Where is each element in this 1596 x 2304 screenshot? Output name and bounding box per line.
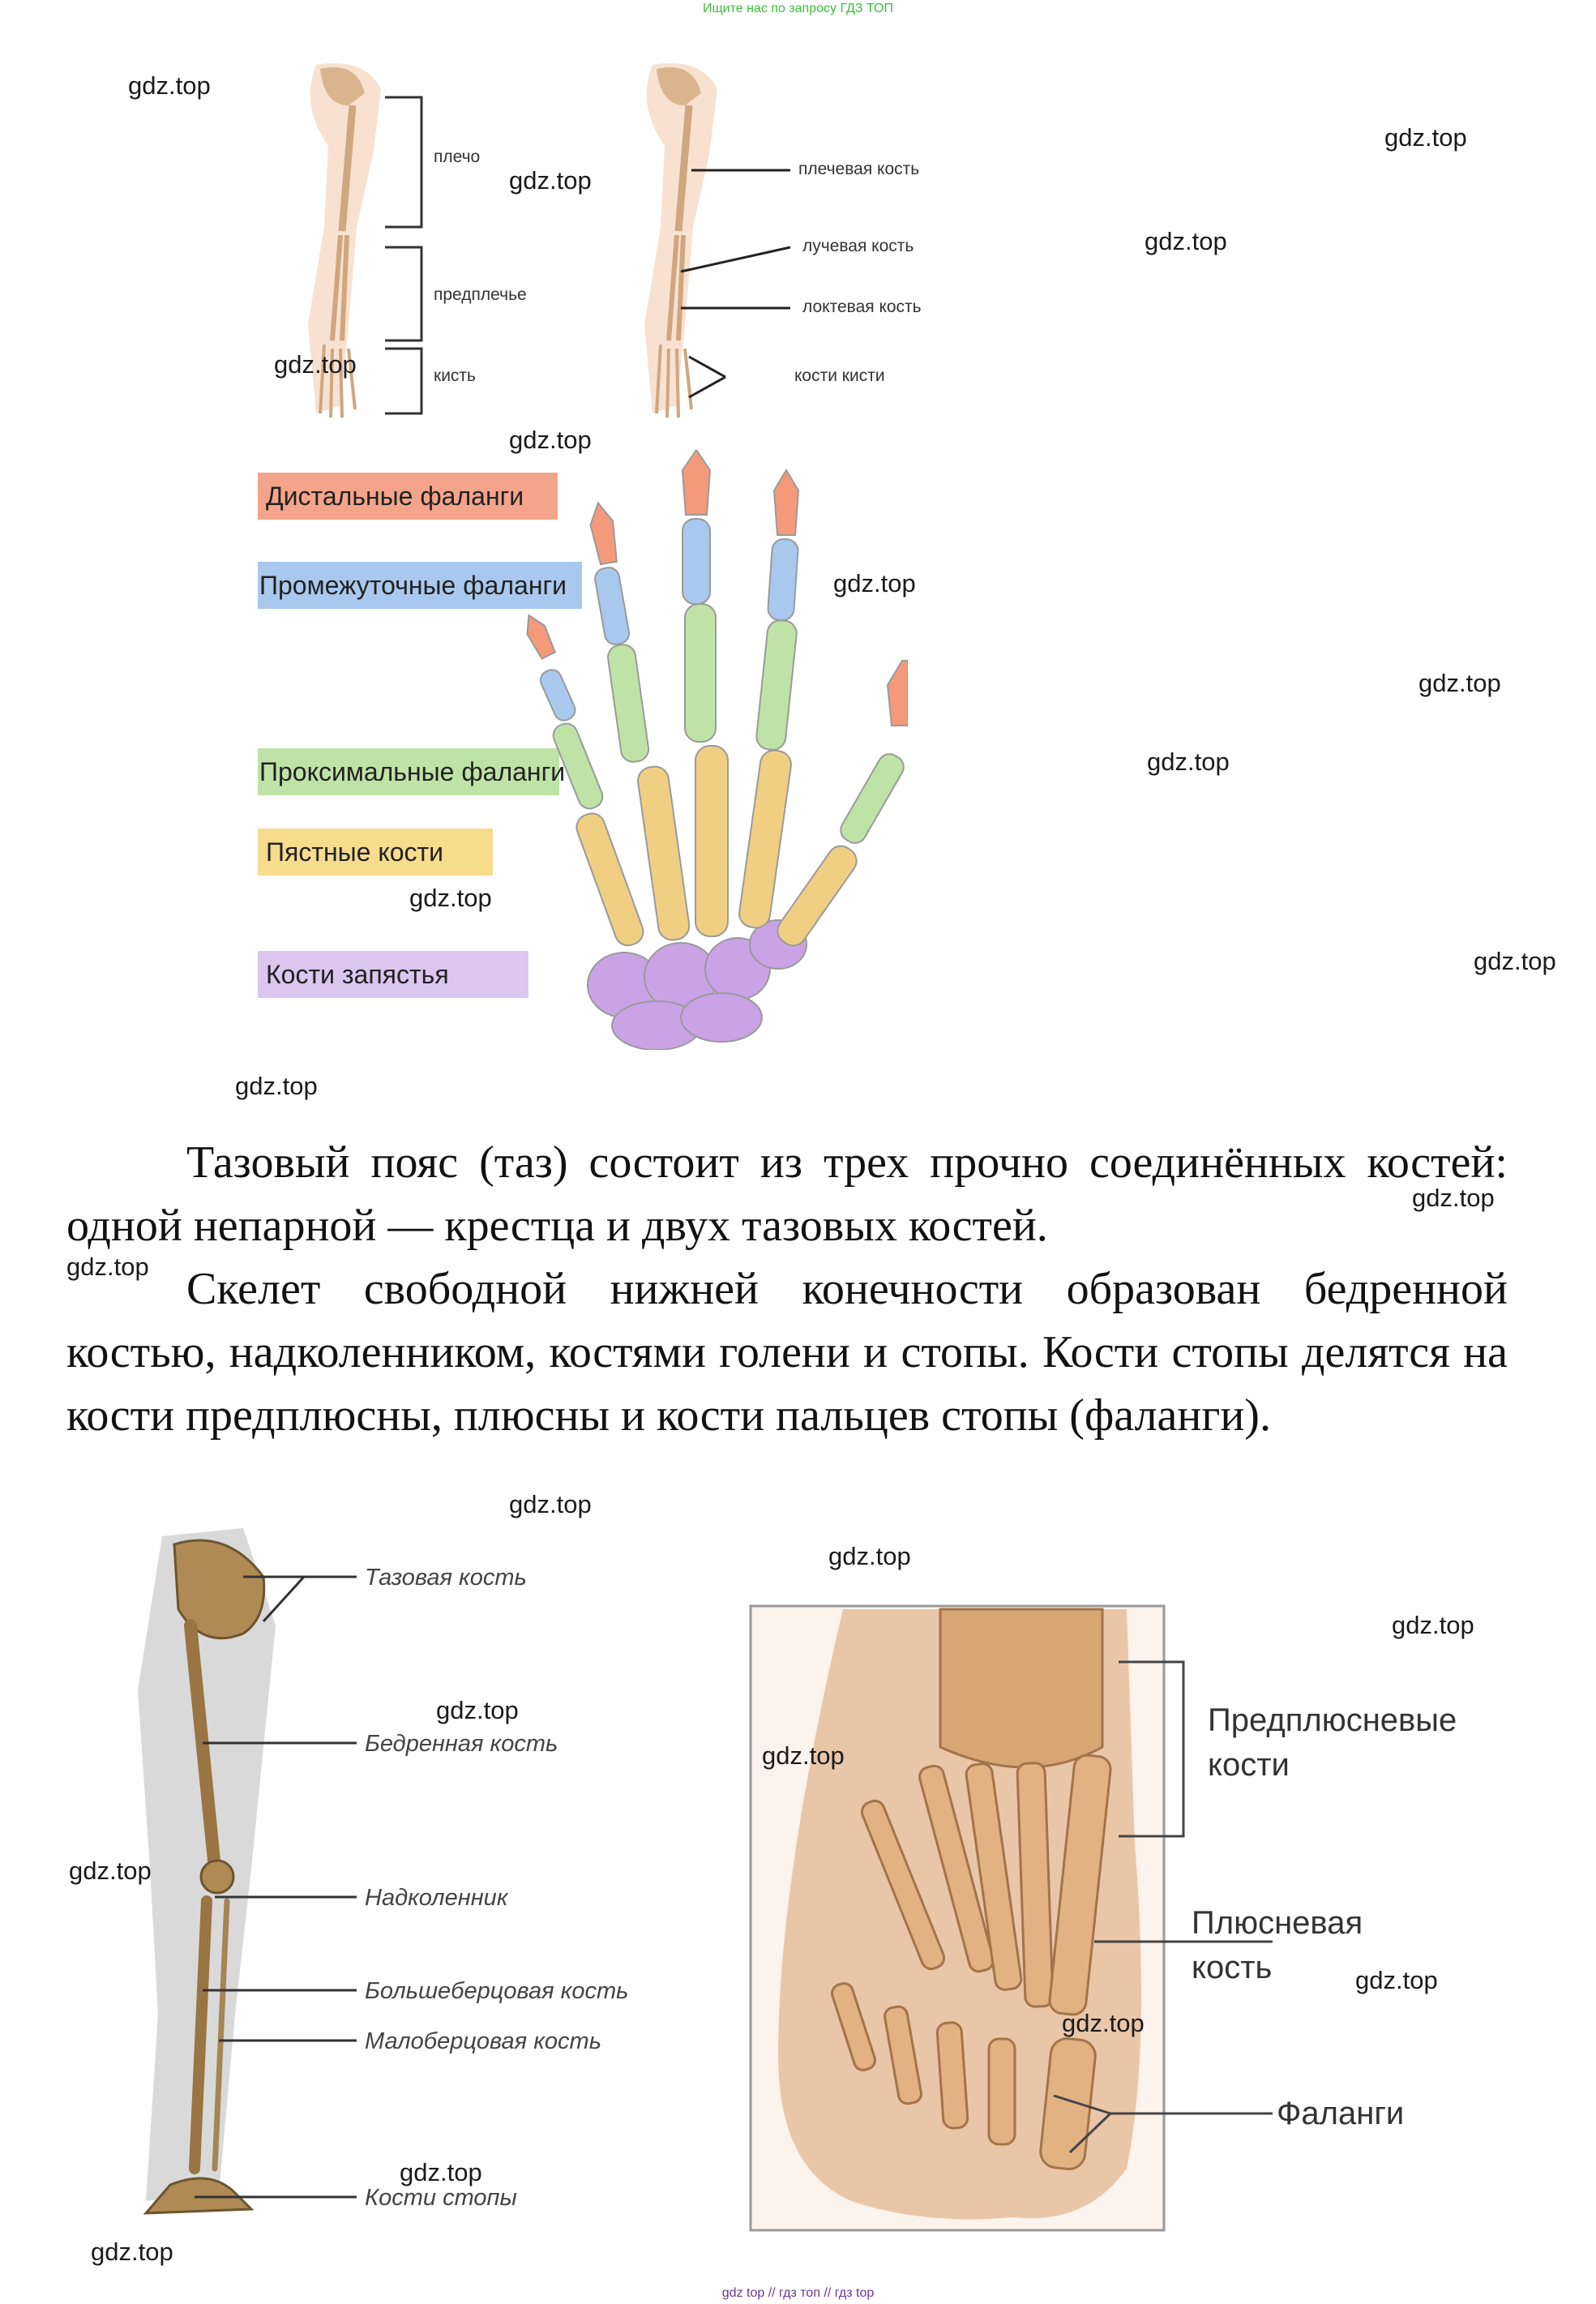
label-forearm: предплечье (434, 285, 527, 304)
watermark: gdz.top (509, 1490, 592, 1518)
watermark: gdz.top (128, 71, 211, 100)
label-tarsal: Предплюсневые (1208, 1702, 1457, 1738)
label-ulna: локтевая кость (802, 298, 922, 316)
leg-bones-figure: Тазовая кость Бедренная кость Надколенни… (138, 1528, 628, 2215)
label-humerus: плечевая кость (798, 160, 919, 178)
paragraph-pelvic-girdle: Тазовый пояс (таз) состоит из трех прочн… (66, 1137, 1508, 1251)
watermark: gdz.top (828, 1542, 911, 1570)
hand-bones-illustration (526, 450, 908, 1050)
legend-proximal-phalanges: Проксимальные фаланги (258, 748, 565, 795)
foot-bones-figure: Предплюсневые кости Плюсневая кость Фала… (749, 1604, 1457, 2232)
watermark: gdz.top (235, 1072, 318, 1100)
watermark: gdz.top (91, 2238, 173, 2266)
foot-illustration (778, 1608, 1141, 2220)
label-hand-bones: кости кисти (794, 366, 885, 385)
watermark: gdz.top (400, 2158, 482, 2186)
watermark: gdz.top (1147, 747, 1230, 776)
label-metatarsal: Плюсневая (1192, 1905, 1363, 1941)
watermark: gdz.top (1355, 1966, 1438, 1994)
label-femur: Бедренная кость (365, 1731, 558, 1757)
watermark: gdz.top (409, 884, 492, 912)
label-radius: лучевая кость (802, 237, 914, 255)
header-note: Ищите нас по запросу ГДЗ ТОП (703, 2, 893, 15)
watermark: gdz.top (1412, 1184, 1495, 1212)
label-hand: кисть (434, 366, 476, 385)
label-tarsal-bones: кости (1208, 1747, 1290, 1783)
footer-note: gdz top // гдз топ // гдз top (721, 2286, 875, 2300)
watermark: gdz.top (69, 1856, 152, 1885)
watermark: gdz.top (509, 166, 592, 195)
watermark: gdz.top (1418, 669, 1501, 697)
label-metatarsal-bone: кость (1192, 1950, 1272, 1985)
legend-intermediate-phalanges: Промежуточные фаланги (258, 562, 582, 609)
watermark: gdz.top (1392, 1611, 1474, 1639)
watermark: gdz.top (833, 569, 916, 597)
arm-illustration-right (644, 63, 791, 418)
watermark: gdz.top (509, 426, 592, 454)
label-shoulder: плечо (434, 148, 480, 166)
watermark: gdz.top (1384, 123, 1467, 152)
watermark: gdz.top (66, 1253, 149, 1281)
watermark: gdz.top (274, 350, 357, 379)
label-fibula: Малоберцовая кость (365, 2028, 601, 2054)
label-pelvic-bone: Тазовая кость (365, 1565, 527, 1591)
label-tibia: Большеберцовая кость (365, 1978, 628, 2004)
paragraph-lower-limb: Скелет свободной нижней конечности образ… (66, 1264, 1508, 1441)
watermark: gdz.top (1474, 947, 1556, 975)
arm-bones-figure: плечо предплечье кисть плечевая кость лу… (308, 63, 922, 418)
label-foot-bones: Кости стопы (365, 2185, 517, 2211)
arm-illustration-left (308, 63, 423, 418)
label-phalanges: Фаланги (1277, 2096, 1404, 2131)
label-patella: Надколенник (365, 1885, 509, 1911)
watermark: gdz.top (762, 1741, 845, 1770)
legend-distal-phalanges: Дистальные фаланги (258, 473, 558, 520)
legend-carpals: Кости запястья (258, 951, 528, 998)
watermark: gdz.top (1145, 227, 1227, 255)
watermark: gdz.top (436, 1696, 519, 1724)
legend-metacarpals: Пястные кости (258, 829, 493, 876)
leg-illustration (138, 1528, 276, 2215)
watermark: gdz.top (1062, 2009, 1145, 2037)
